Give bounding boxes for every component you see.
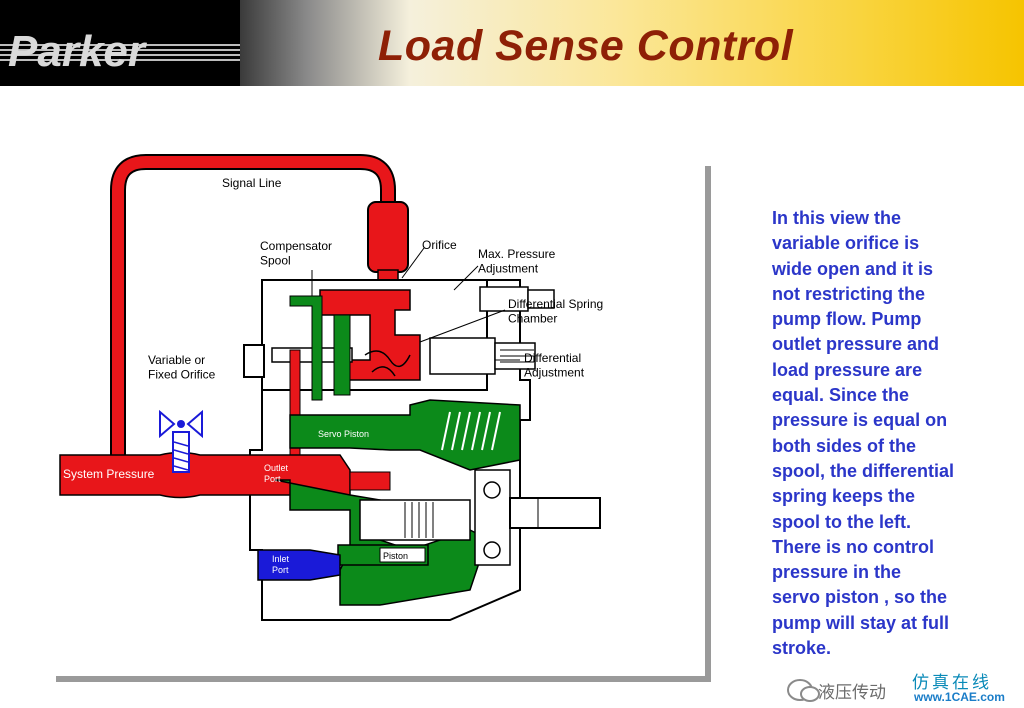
label-servo-piston: Servo Piston bbox=[318, 429, 369, 439]
drive-shaft bbox=[509, 497, 601, 529]
servo-piston bbox=[289, 399, 521, 471]
label-system-pressure: System Pressure bbox=[63, 467, 155, 481]
bearing-upper bbox=[483, 481, 501, 499]
cylinder-barrel bbox=[359, 499, 471, 541]
watermark-site-cn: 仿真在线 bbox=[912, 673, 992, 693]
variable-orifice-valve bbox=[159, 409, 203, 473]
watermark-account: 液压传动 bbox=[818, 683, 886, 703]
watermark-site: www.1CAE.com bbox=[914, 690, 1005, 704]
page-title: Load Sense Control bbox=[378, 22, 794, 70]
spring-chamber-pressure bbox=[319, 289, 421, 381]
case-drain-passage bbox=[289, 295, 323, 401]
description-text: In this view the variable orifice is wid… bbox=[772, 208, 955, 659]
bearing-lower bbox=[483, 541, 501, 559]
swashplate-spring bbox=[441, 411, 501, 451]
logo-text: Parker bbox=[8, 27, 148, 76]
label-signal-line: Signal Line bbox=[222, 176, 282, 190]
header-band: Parker Load Sense Control bbox=[0, 0, 1024, 86]
parker-logo: Parker bbox=[0, 0, 240, 86]
inlet-port-passage bbox=[257, 549, 341, 581]
orifice-body bbox=[367, 201, 409, 273]
differential-adjuster bbox=[429, 337, 496, 375]
label-piston: Piston bbox=[383, 551, 408, 561]
wechat-watermark-icon bbox=[787, 679, 820, 702]
label-orifice: Orifice bbox=[422, 238, 457, 252]
